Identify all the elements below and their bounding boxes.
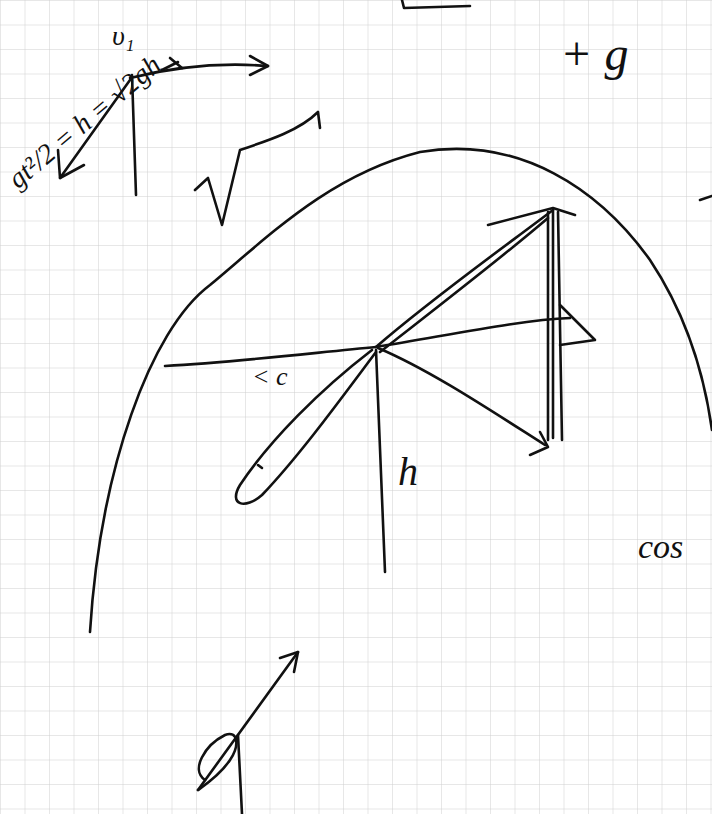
vertical-component xyxy=(548,210,562,440)
sqrt-sign xyxy=(195,112,320,225)
loop-stroke xyxy=(236,350,376,504)
velocity-label: υ₁ xyxy=(112,22,135,50)
vector-line xyxy=(378,348,545,445)
vector-line xyxy=(376,210,553,347)
bottom-line xyxy=(238,735,242,814)
angle-label: < c xyxy=(252,364,288,390)
top-stroke xyxy=(402,0,470,8)
arrow-tick xyxy=(162,58,182,70)
trajectory-curve xyxy=(90,149,712,632)
arrow-head xyxy=(530,432,548,455)
height-label: h xyxy=(398,452,418,492)
arrow-head xyxy=(280,652,298,672)
gravity-note: + g xyxy=(560,30,628,78)
edge-stroke xyxy=(700,196,712,200)
cos-note: cos xyxy=(638,530,683,564)
arrow-head xyxy=(250,56,268,75)
tick-mark xyxy=(258,465,262,468)
height-line xyxy=(376,350,385,572)
bottom-stroke xyxy=(198,734,236,790)
arrow-head xyxy=(488,208,575,225)
arrow-head xyxy=(560,305,595,345)
vector-line xyxy=(376,318,570,347)
bottom-arrow xyxy=(198,652,298,790)
